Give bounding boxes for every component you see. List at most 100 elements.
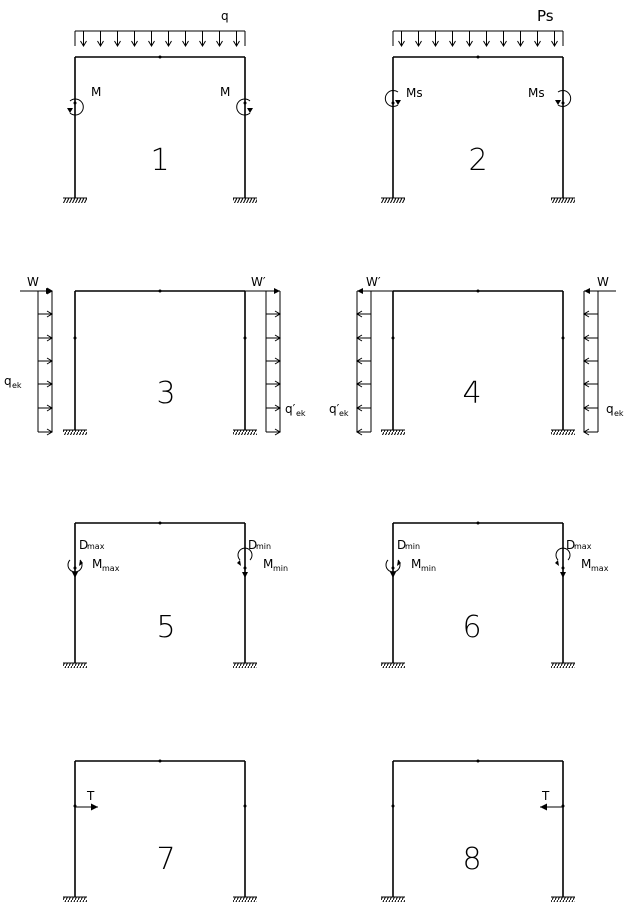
load-arrow	[148, 31, 155, 47]
frame-4-wind-left-label: W′	[366, 275, 381, 289]
wind-arrow	[38, 404, 53, 412]
frame-6-m-right-label: M max	[581, 557, 609, 573]
svg-text:ek: ek	[339, 409, 349, 418]
frame-7-structure	[73, 759, 247, 897]
wind-arrow	[356, 334, 371, 342]
svg-text:M: M	[411, 557, 421, 571]
wind-arrow	[266, 357, 281, 365]
frame-6-moment-right	[555, 547, 571, 578]
frame-6-moment-left	[385, 556, 401, 578]
frame-8-number: 8	[462, 842, 481, 877]
frame-8-force-label: T	[541, 789, 550, 803]
frame-5-supports	[63, 662, 257, 668]
wind-arrow	[38, 310, 53, 318]
svg-text:q: q	[4, 374, 12, 388]
wind-arrow	[583, 380, 598, 388]
load-arrow	[97, 31, 104, 47]
load-arrow	[500, 31, 507, 47]
frame-3-supports	[63, 429, 257, 435]
svg-text:D: D	[248, 538, 257, 552]
frame-4-wind-load-right	[583, 288, 616, 436]
frame-1-moment-left	[67, 98, 84, 116]
load-arrow	[233, 31, 240, 47]
svg-text:max: max	[574, 542, 592, 551]
frame-1-load-label: q	[221, 9, 229, 23]
frame-4-wind-right-label: W	[597, 275, 609, 289]
frame-6-supports	[381, 662, 575, 668]
load-arrow	[165, 31, 172, 47]
frame-4-structure	[391, 289, 565, 430]
svg-text:max: max	[87, 542, 105, 551]
wind-arrow	[356, 404, 371, 412]
wind-arrow	[356, 428, 371, 436]
frame-2-number: 2	[468, 143, 487, 178]
wind-arrow	[583, 310, 598, 318]
svg-text:min: min	[405, 542, 420, 551]
frame-6-d-left-label: D min	[397, 538, 420, 552]
svg-text:q: q	[606, 402, 614, 416]
load-arrow	[551, 31, 558, 47]
frame-2-distributed-load	[392, 30, 564, 47]
load-arrow	[483, 31, 490, 47]
wind-arrow	[266, 404, 281, 412]
wind-arrow	[38, 428, 53, 436]
frame-5-moment-left	[67, 556, 83, 578]
load-arrow	[80, 31, 87, 47]
wind-arrow	[356, 310, 371, 318]
load-arrow	[182, 31, 189, 47]
frame-8-structure	[391, 759, 565, 897]
frame-2-moment-right	[555, 90, 572, 107]
svg-text:ek: ek	[614, 409, 624, 418]
frame-2-moment-left-label: Ms	[406, 86, 423, 100]
wind-arrow	[583, 428, 598, 436]
frame-3: W q ek W′ q′ ek 3	[4, 275, 306, 436]
frame-2-load-label: Ps	[537, 7, 554, 25]
frame-3-number: 3	[156, 376, 175, 411]
frame-6-m-left-label: M min	[411, 557, 436, 573]
frame-2-supports	[381, 197, 575, 203]
wind-arrow	[38, 380, 53, 388]
frame-2-moment-left	[384, 90, 401, 107]
wind-arrow	[583, 334, 598, 342]
frame-3-wind-right-label: W′	[251, 275, 266, 289]
frame-1: q M M 1	[63, 9, 257, 203]
frame-6: D min M min D max M max 6	[381, 521, 609, 668]
load-arrow	[199, 31, 206, 47]
svg-text:M: M	[92, 557, 102, 571]
frame-2-moment-right-label: Ms	[528, 86, 545, 100]
frame-2: Ps Ms Ms 2	[381, 7, 575, 203]
frame-8: T 8	[381, 759, 575, 902]
load-arrow	[398, 31, 405, 47]
load-arrow	[216, 31, 223, 47]
wind-arrow	[38, 334, 53, 342]
frame-1-moment-left-label: M	[91, 85, 101, 99]
svg-text:D: D	[397, 538, 406, 552]
svg-text:max: max	[591, 564, 609, 573]
frame-5-d-right-label: D min	[248, 538, 271, 552]
frame-6-d-right-label: D max	[566, 538, 592, 552]
svg-text:ek: ek	[296, 409, 306, 418]
wind-arrow	[266, 334, 281, 342]
frame-7-number: 7	[156, 842, 175, 877]
svg-text:ek: ek	[12, 381, 22, 390]
load-arrow	[534, 31, 541, 47]
frame-2-structure	[391, 55, 565, 198]
frame-7-supports	[63, 896, 257, 902]
frame-4-number: 4	[462, 376, 481, 411]
load-arrow	[466, 31, 473, 47]
load-arrow	[415, 31, 422, 47]
load-arrow	[449, 31, 456, 47]
frame-4-wind-load-left	[356, 288, 393, 436]
load-arrow	[114, 31, 121, 47]
frame-4-q-left-label: q′ ek	[329, 402, 349, 418]
frame-6-structure	[391, 521, 565, 663]
frame-5-moment-right	[237, 547, 253, 578]
frame-8-force-arrow	[540, 803, 563, 811]
wind-arrow	[38, 357, 53, 365]
frame-5: D max M max D min M min 5	[63, 521, 288, 668]
load-arrow	[517, 31, 524, 47]
svg-text:M: M	[263, 557, 273, 571]
frame-6-number: 6	[462, 610, 481, 645]
frame-3-q-left-label: q ek	[4, 374, 22, 390]
frame-5-structure	[73, 521, 247, 663]
